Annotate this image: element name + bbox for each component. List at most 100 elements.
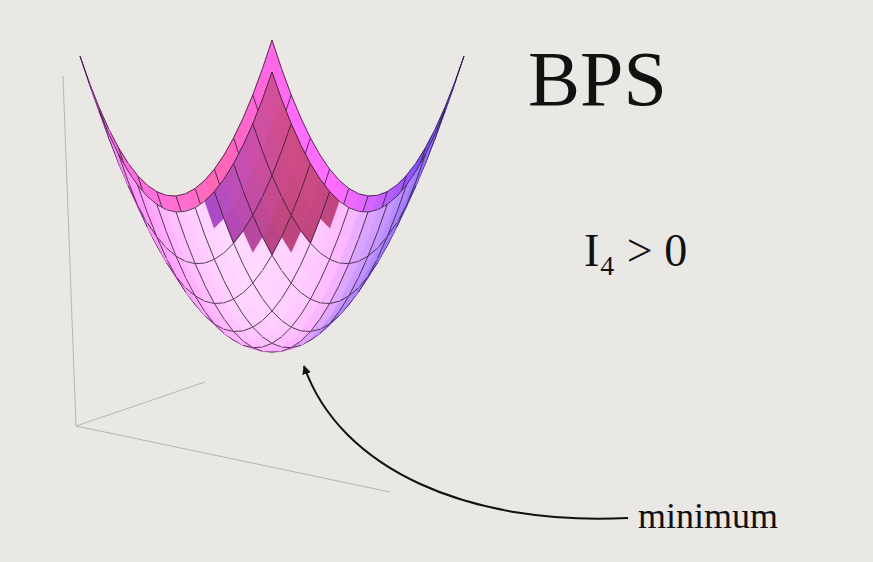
surface-facet [406, 154, 425, 198]
grid-line [426, 134, 436, 154]
grid-line [186, 208, 196, 212]
grid-line [234, 332, 244, 342]
grid-line [253, 348, 263, 352]
grid-line [291, 327, 301, 331]
grid-line [358, 211, 368, 213]
grid-line [214, 192, 224, 219]
grid-line [253, 124, 263, 151]
grid-line [358, 194, 368, 196]
grid-line [291, 95, 301, 118]
grid-line [166, 210, 176, 212]
grid-line [291, 191, 301, 215]
grid-line [262, 343, 272, 347]
grid-line [214, 155, 224, 169]
grid-line [214, 253, 224, 260]
grid-line [272, 72, 282, 99]
grid-line [234, 299, 244, 314]
grid-line [166, 232, 176, 256]
grid-line [243, 341, 253, 348]
grid-line [397, 185, 407, 196]
grid-line [262, 299, 272, 312]
grid-line [253, 197, 263, 215]
grid-line [330, 169, 340, 180]
grid-line [243, 124, 253, 145]
surface-facet [416, 134, 435, 181]
grid-line [262, 311, 272, 321]
grid-line [339, 208, 349, 235]
grid-line [310, 219, 320, 243]
grid-line [291, 215, 301, 230]
grid-line [224, 281, 234, 299]
grid-line [368, 195, 378, 197]
grid-line [205, 285, 215, 303]
grid-line [291, 124, 301, 145]
grid-line [349, 188, 359, 193]
grid-line [234, 293, 244, 300]
grid-line [454, 56, 464, 85]
grid-line [291, 315, 301, 328]
grid-line [253, 283, 263, 298]
grid-line [205, 259, 215, 263]
grid-line [118, 154, 128, 171]
grid-line [262, 237, 272, 255]
grid-line [320, 259, 330, 280]
grid-line [282, 283, 292, 298]
grid-line [320, 302, 330, 304]
grid-line [301, 231, 311, 244]
grid-line [272, 151, 282, 175]
grid-line [243, 327, 253, 331]
grid-line [330, 192, 340, 202]
condition-label: I₄ > 0 [584, 228, 687, 274]
grid-line [243, 265, 253, 283]
grid-line [301, 145, 311, 163]
grid-line [272, 343, 282, 347]
surface-mesh [80, 40, 464, 352]
grid-line [291, 341, 301, 348]
grid-line [406, 171, 416, 185]
grid-line [349, 208, 359, 212]
grid-line [454, 56, 464, 83]
grid-line [301, 243, 311, 264]
axes [63, 76, 390, 492]
grid-line [224, 219, 234, 243]
surface-facet [262, 127, 281, 176]
surface-facet [109, 134, 128, 181]
grid-line [301, 299, 311, 314]
grid-line [272, 40, 282, 69]
grid-line [195, 264, 205, 285]
grid-line [320, 192, 330, 219]
surface-facet [435, 85, 454, 138]
grid-line [253, 347, 263, 349]
grid-line [291, 265, 301, 283]
grid-line [368, 232, 378, 256]
grid-line [339, 264, 349, 285]
grid-line [176, 211, 186, 213]
grid-line [301, 332, 311, 342]
grid-line [90, 85, 100, 111]
grid-line [320, 155, 330, 169]
grid-line [253, 321, 263, 328]
grid-line [282, 99, 292, 123]
grid-line [272, 255, 282, 270]
grid-line [195, 201, 205, 208]
pointer-arrow [304, 366, 628, 519]
grid-line [195, 180, 205, 188]
grid-line [262, 337, 272, 344]
grid-line [205, 235, 215, 259]
grid-line [262, 151, 272, 175]
grid-line [157, 204, 167, 209]
grid-line [262, 255, 272, 270]
grid-line [118, 154, 128, 181]
grid-line [349, 239, 359, 263]
grid-line [301, 293, 311, 300]
grid-line [176, 212, 186, 239]
grid-line [445, 85, 455, 111]
grid-line [205, 169, 215, 180]
grid-line [339, 263, 349, 265]
grid-line [310, 299, 320, 303]
grid-line [243, 315, 253, 328]
grid-line [272, 237, 282, 255]
grid-line [157, 204, 167, 231]
grid-line [99, 111, 109, 138]
grid-line [224, 243, 234, 253]
